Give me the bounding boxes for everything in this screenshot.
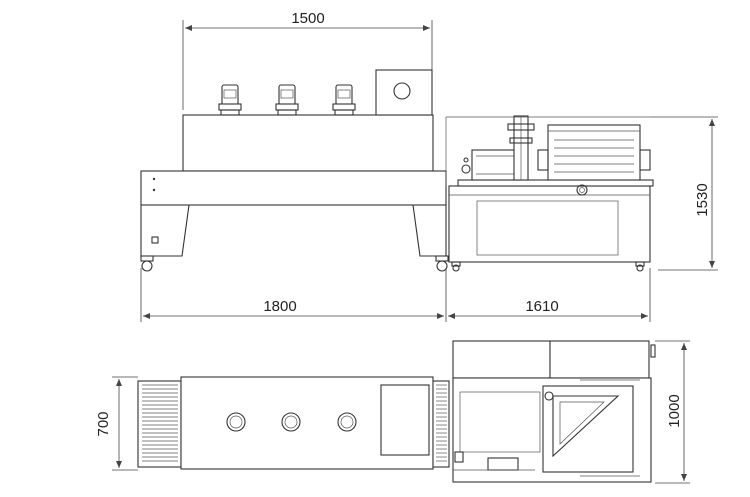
dimension-1500: 1500 (182, 10, 433, 110)
top-view-l-sealer (452, 340, 656, 483)
front-view-l-sealer (445, 115, 654, 272)
dimension-label-1610: 1610 (525, 298, 558, 315)
dimension-1800: 1800 (140, 268, 447, 322)
dimension-1610: 1610 (448, 268, 651, 322)
dimension-label-1530: 1530 (694, 183, 711, 216)
dimension-label-700: 700 (95, 411, 112, 436)
front-view-shrink-tunnel (140, 69, 449, 272)
fan-motor-3 (332, 84, 356, 116)
dimension-label-1000: 1000 (666, 394, 683, 427)
dimension-1530: 1530 (650, 116, 718, 271)
control-box (375, 69, 433, 116)
dimension-700: 700 (95, 376, 138, 471)
caster-wheel (435, 255, 449, 272)
fan-motor-1 (218, 84, 242, 116)
dimension-label-1500: 1500 (291, 10, 324, 27)
dimension-1000: 1000 (655, 340, 690, 484)
fan-motor-2 (275, 84, 299, 116)
top-view-shrink-tunnel (137, 376, 450, 470)
dimension-label-1800: 1800 (263, 298, 296, 315)
caster-wheel (140, 255, 154, 272)
